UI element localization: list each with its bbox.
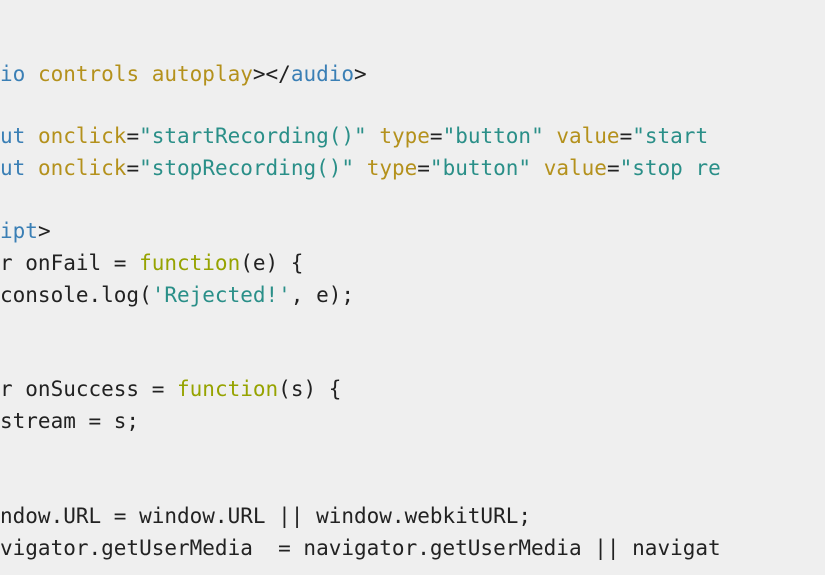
attribute-type: type: [366, 124, 430, 148]
closing-tag-name: audio: [290, 62, 355, 86]
code-line-stop-button: ut onclick="stopRecording()" type="butto…: [0, 152, 721, 184]
code-line-getusermedia: vigator.getUserMedia = navigator.getUser…: [0, 532, 721, 564]
variable-declaration: r onFail =: [0, 251, 140, 275]
attribute-value: "start: [632, 124, 709, 148]
tag-punctuation: >: [354, 62, 367, 86]
code-line-start-button: ut onclick="startRecording()" type="butt…: [0, 120, 708, 152]
function-params: (e) {: [240, 251, 304, 275]
equals-sign: =: [429, 124, 443, 148]
code-line-window-url: ndow.URL = window.URL || window.webkitUR…: [0, 500, 531, 532]
assignment-statement: stream = s;: [0, 409, 140, 433]
attribute-value: "startRecording()": [139, 124, 367, 148]
code-line-script-tag: ipt>: [0, 215, 51, 247]
code-line-onsuccess-declaration: r onSuccess = function(s) {: [0, 373, 341, 405]
attribute-onclick: onclick: [25, 124, 127, 148]
tag-name-fragment: ut: [0, 156, 26, 180]
attribute-value: "button": [429, 156, 532, 180]
string-literal: 'Rejected!': [151, 283, 291, 307]
equals-sign: =: [417, 156, 430, 180]
code-line-audio-tag: io controls autoplay></audio>: [0, 58, 367, 90]
function-keyword: function: [177, 377, 279, 401]
attribute-value: "button": [442, 124, 544, 148]
attribute-type: type: [354, 156, 418, 180]
function-params: (s) {: [278, 377, 342, 401]
attribute-value-name: value: [543, 124, 620, 148]
attribute-value: "stopRecording()": [139, 156, 355, 180]
code-line-onfail-declaration: r onFail = function(e) {: [0, 247, 303, 279]
assignment-statement: vigator.getUserMedia = navigator.getUser…: [0, 536, 721, 560]
function-keyword: function: [139, 251, 241, 275]
code-line-console-log: console.log('Rejected!', e);: [0, 279, 354, 311]
variable-declaration: r onSuccess =: [0, 377, 178, 401]
attribute-onclick: onclick: [25, 156, 127, 180]
code-line-stream-assign: stream = s;: [0, 405, 139, 437]
attribute-names: controls autoplay: [25, 62, 253, 86]
attribute-value-name: value: [531, 156, 607, 180]
assignment-statement: ndow.URL = window.URL || window.webkitUR…: [0, 504, 532, 528]
equals-sign: =: [606, 156, 620, 180]
equals-sign: =: [126, 124, 140, 148]
equals-sign: =: [126, 156, 140, 180]
call-expression: console.log(: [0, 283, 152, 307]
tag-punctuation: ></: [252, 62, 291, 86]
call-arguments: , e);: [290, 283, 355, 307]
tag-name-fragment: io: [0, 62, 26, 86]
attribute-value: "stop re: [619, 156, 721, 180]
tag-punctuation: >: [37, 219, 51, 243]
tag-name-fragment: ut: [0, 124, 26, 148]
equals-sign: =: [619, 124, 633, 148]
tag-name-fragment: ipt: [0, 219, 38, 243]
